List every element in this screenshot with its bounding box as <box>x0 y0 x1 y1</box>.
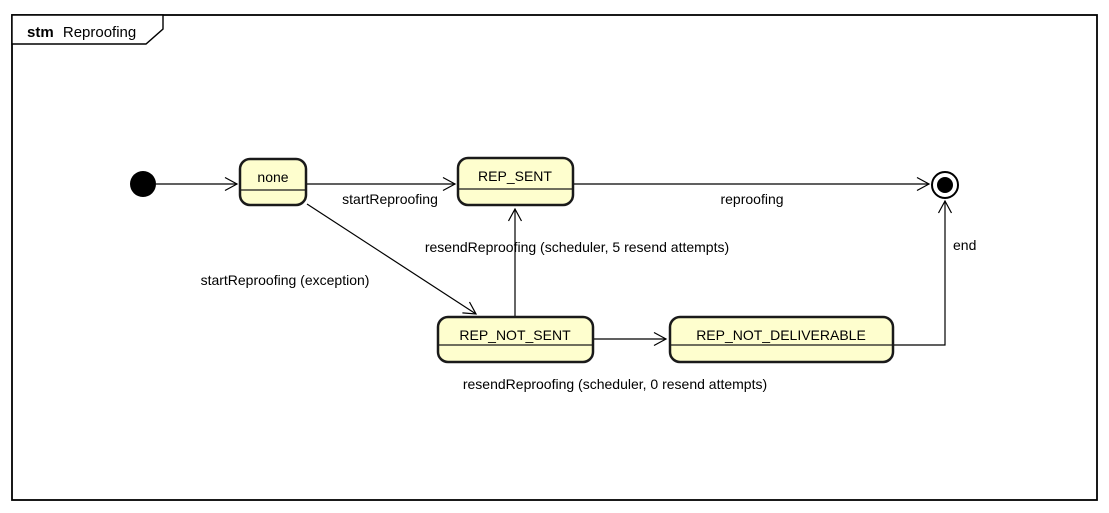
transition-label-resend-5: resendReproofing (scheduler, 5 resend at… <box>425 239 729 255</box>
final-state-inner-dot <box>937 177 953 193</box>
state-none: none <box>238 157 308 207</box>
final-state <box>931 171 959 199</box>
transition-label-start-reproofing: startReproofing <box>342 191 438 207</box>
state-rep-sent: REP_SENT <box>456 156 575 207</box>
transition-label-reproofing: reproofing <box>720 191 783 207</box>
state-rep-not-sent-body <box>436 315 595 364</box>
state-none-label: none <box>257 169 288 185</box>
state-rep-not-deliverable-label: REP_NOT_DELIVERABLE <box>696 327 866 343</box>
state-rep-not-sent-label: REP_NOT_SENT <box>459 327 571 343</box>
state-rep-not-sent: REP_NOT_SENT <box>436 315 595 364</box>
frame-title: stm Reproofing <box>27 24 136 41</box>
transition-none-to-rep-not-sent <box>306 203 478 315</box>
transition-label-end: end <box>953 237 976 253</box>
state-rep-sent-label: REP_SENT <box>478 168 552 184</box>
state-rep-not-deliverable: REP_NOT_DELIVERABLE <box>668 315 895 364</box>
transition-rep-not-deliverable-to-final <box>893 199 953 346</box>
transitions-layer <box>156 176 953 347</box>
initial-state <box>130 171 156 197</box>
state-none-body <box>238 157 308 207</box>
frame-title-text: Reproofing <box>63 24 136 41</box>
transition-label-resend-0: resendReproofing (scheduler, 0 resend at… <box>463 376 767 392</box>
state-rep-not-deliverable-body <box>668 315 895 364</box>
frame-keyword: stm <box>27 24 54 41</box>
state-rep-sent-body <box>456 156 575 207</box>
diagram-frame-border <box>11 14 1098 501</box>
frame-tab <box>11 14 164 45</box>
transition-label-start-reproofing-exception: startReproofing (exception) <box>201 272 370 288</box>
